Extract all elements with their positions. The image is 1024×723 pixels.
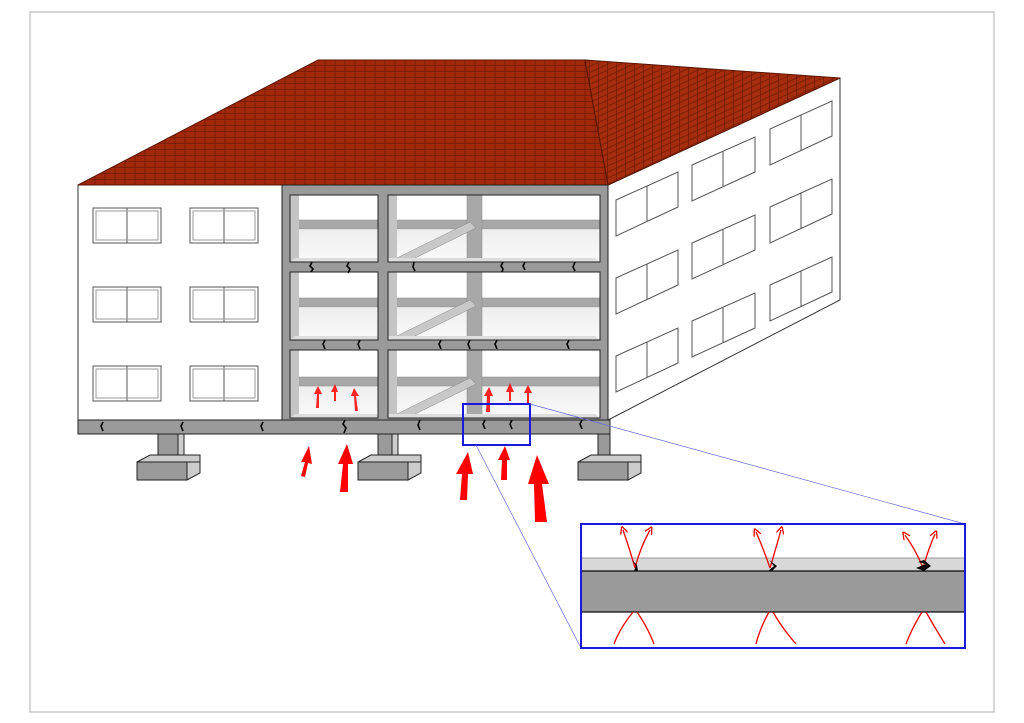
right-wall-windows — [615, 100, 833, 393]
detail-highlight-box — [462, 403, 531, 446]
cutaway-frame — [281, 184, 609, 421]
crack-detail-inset — [580, 523, 966, 649]
page-border — [29, 11, 995, 713]
zoom-connector-lines — [475, 403, 966, 649]
roof-side — [584, 59, 841, 186]
roof-front — [77, 59, 609, 186]
left-facade-windows — [92, 207, 259, 402]
crack-marks — [100, 261, 583, 434]
upward-force-arrows — [301, 383, 549, 522]
foundation — [77, 419, 642, 481]
